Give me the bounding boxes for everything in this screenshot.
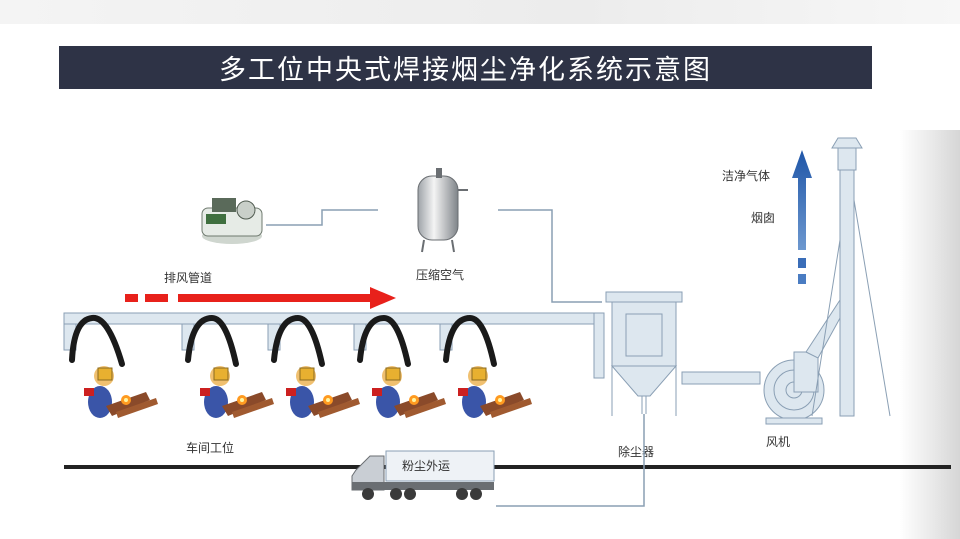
- fan-inlet-duct: [681, 371, 761, 385]
- dust-collector-label: 除尘器: [618, 444, 654, 459]
- air-supply-line: [498, 209, 602, 303]
- dust-discharge-line: [496, 414, 645, 507]
- flow-arrow: [125, 287, 396, 309]
- dust-collector: [605, 291, 683, 416]
- dust-transport-label: 粉尘外运: [402, 459, 450, 473]
- truck-icon: [351, 450, 495, 500]
- air-compressor-icon: [201, 198, 263, 244]
- welder-icon: [457, 365, 533, 419]
- clean-gas-label: 洁净气体: [722, 168, 770, 183]
- ground-line: [64, 465, 951, 469]
- exhaust-duct: [63, 312, 605, 379]
- fan-icon: [763, 351, 825, 425]
- right-shade: [900, 130, 960, 539]
- compressor-line: [266, 209, 378, 226]
- chimney-icon: [811, 137, 891, 417]
- welder-icon: [199, 365, 275, 419]
- compressed-air-label: 压缩空气: [416, 267, 464, 282]
- welder-icon: [371, 365, 447, 419]
- chimney-label: 烟囱: [751, 211, 775, 225]
- top-strip: [0, 0, 960, 24]
- extraction-arms: [69, 314, 497, 367]
- clean-gas-arrow: [792, 150, 812, 284]
- fan-label: 风机: [766, 435, 790, 449]
- workshop-station-label: 车间工位: [186, 440, 234, 455]
- exhaust-duct-label: 排风管道: [164, 270, 212, 285]
- welder-icon: [83, 365, 159, 419]
- page-title: 多工位中央式焊接烟尘净化系统示意图: [59, 46, 872, 89]
- air-tank-icon: [417, 168, 468, 253]
- welder-icon: [285, 365, 361, 419]
